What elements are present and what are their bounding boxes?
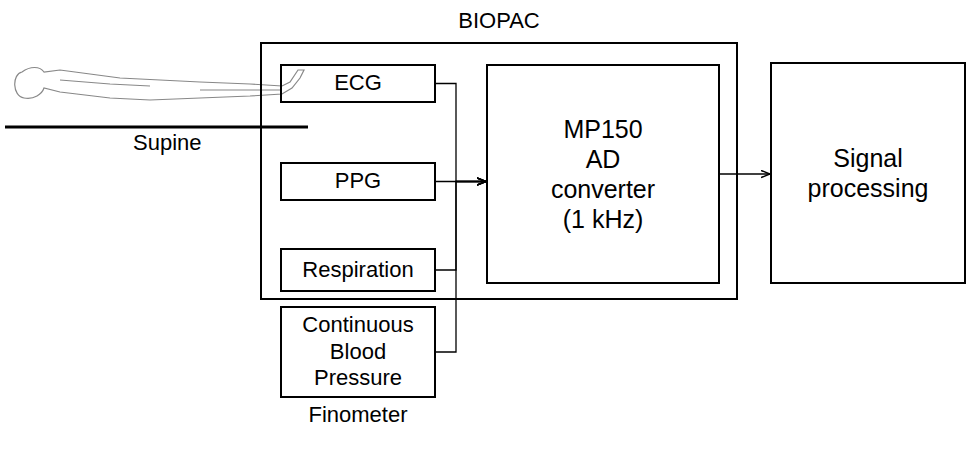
- device-box: Continuous Blood PressureFinometer: [280, 306, 436, 398]
- sensor-box: PPG: [280, 162, 436, 201]
- box-label: ECG: [334, 70, 382, 96]
- signal-arrow: [436, 84, 486, 182]
- box-label: Signal processing: [803, 143, 933, 203]
- signal-arrow: [436, 182, 486, 271]
- converter-box: MP150 AD converter (1 kHz): [486, 64, 720, 284]
- sensor-box: Respiration: [280, 248, 436, 292]
- posture-label: Supine: [133, 130, 202, 156]
- box-label: Respiration: [302, 257, 413, 283]
- signal-arrow: [720, 173, 770, 174]
- signal-arrow: [436, 182, 486, 353]
- box-label: Continuous Blood Pressure: [298, 312, 418, 391]
- process-box: Signal processing: [770, 62, 966, 284]
- system-box: BIOPACECGPPGRespirationMP150 AD converte…: [260, 42, 738, 300]
- box-label: PPG: [335, 168, 381, 194]
- sensor-box: ECG: [280, 64, 436, 103]
- table-line: [5, 126, 308, 129]
- box-label: MP150 AD converter (1 kHz): [546, 114, 660, 234]
- device-caption: Finometer: [308, 402, 407, 428]
- group-heading: BIOPAC: [458, 8, 540, 34]
